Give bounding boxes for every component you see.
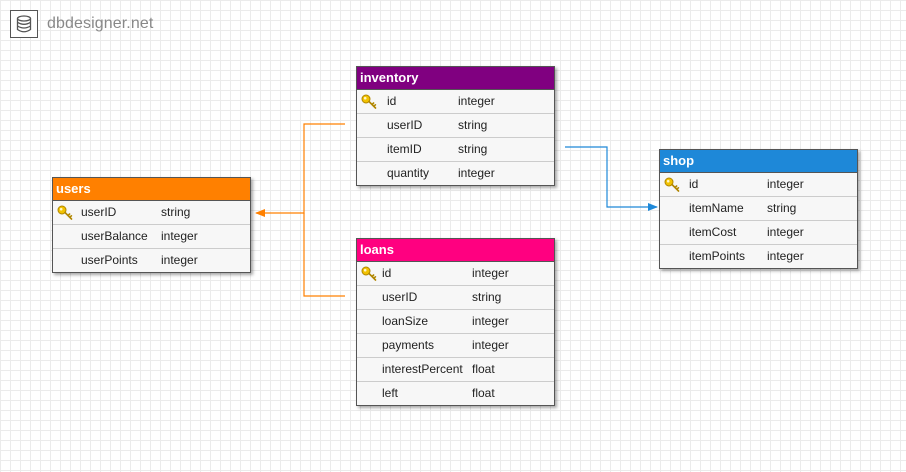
field-name: payments bbox=[382, 338, 435, 352]
table-inventory[interactable]: inventory id integer userID string itemID str… bbox=[356, 66, 555, 186]
primary-key-icon bbox=[57, 204, 73, 220]
field-row[interactable]: itemID string bbox=[357, 137, 554, 161]
field-row[interactable]: itemPoints integer bbox=[660, 244, 857, 268]
field-type: string bbox=[767, 201, 797, 215]
table-header[interactable]: loans bbox=[357, 239, 554, 262]
field-type: integer bbox=[767, 177, 804, 191]
table-header[interactable]: shop bbox=[660, 150, 857, 173]
field-name: userID bbox=[382, 290, 418, 304]
primary-key-icon bbox=[361, 93, 377, 109]
primary-key-icon bbox=[361, 265, 377, 281]
field-name: userID bbox=[387, 118, 423, 132]
field-name: userID bbox=[81, 205, 117, 219]
field-row[interactable]: userBalance integer bbox=[53, 224, 250, 248]
field-name: id bbox=[387, 94, 397, 108]
field-type: integer bbox=[472, 314, 509, 328]
field-type: integer bbox=[472, 266, 509, 280]
field-name: itemID bbox=[387, 142, 422, 156]
primary-key-icon bbox=[664, 176, 680, 192]
field-row[interactable]: itemCost integer bbox=[660, 220, 857, 244]
table-shop[interactable]: shop id integer itemName string itemCost inte… bbox=[659, 149, 858, 269]
field-name: userPoints bbox=[81, 253, 138, 267]
field-row[interactable]: itemName string bbox=[660, 196, 857, 220]
brand-name: dbdesigner.net bbox=[47, 15, 154, 32]
field-type: integer bbox=[767, 225, 804, 239]
field-type: integer bbox=[458, 166, 495, 180]
field-name: itemName bbox=[689, 201, 744, 215]
field-type: integer bbox=[472, 338, 509, 352]
table-loans[interactable]: loans id integer userID string loanSize integ… bbox=[356, 238, 555, 406]
field-type: float bbox=[472, 362, 495, 376]
field-name: interestPercent bbox=[382, 362, 463, 376]
field-type: integer bbox=[161, 253, 198, 267]
field-name: itemCost bbox=[689, 225, 737, 239]
field-row[interactable]: userID string bbox=[357, 113, 554, 137]
field-row[interactable]: userID string bbox=[357, 285, 554, 309]
field-type: float bbox=[472, 386, 495, 400]
table-header[interactable]: inventory bbox=[357, 67, 554, 90]
field-row[interactable]: loanSize integer bbox=[357, 309, 554, 333]
field-row[interactable]: payments integer bbox=[357, 333, 554, 357]
field-type: string bbox=[472, 290, 502, 304]
field-row[interactable]: interestPercent float bbox=[357, 357, 554, 381]
field-name: userBalance bbox=[81, 229, 148, 243]
edge-inventory-shop bbox=[565, 146, 658, 211]
field-name: id bbox=[382, 266, 392, 280]
field-row[interactable]: id integer bbox=[660, 173, 857, 196]
edge-loans-users bbox=[303, 213, 345, 297]
table-header[interactable]: users bbox=[53, 178, 250, 201]
database-icon bbox=[10, 10, 38, 38]
field-row[interactable]: quantity integer bbox=[357, 161, 554, 185]
field-type: integer bbox=[161, 229, 198, 243]
field-type: integer bbox=[458, 94, 495, 108]
field-row[interactable]: left float bbox=[357, 381, 554, 405]
field-name: left bbox=[382, 386, 399, 400]
field-type: string bbox=[458, 142, 488, 156]
field-row[interactable]: userID string bbox=[53, 201, 250, 224]
field-name: loanSize bbox=[382, 314, 429, 328]
field-name: id bbox=[689, 177, 699, 191]
field-row[interactable]: id integer bbox=[357, 262, 554, 285]
edge-inventory-users bbox=[255, 123, 345, 217]
brand-logo: dbdesigner.net bbox=[10, 10, 153, 38]
field-name: quantity bbox=[387, 166, 430, 180]
field-type: string bbox=[161, 205, 191, 219]
field-name: itemPoints bbox=[689, 249, 746, 263]
field-row[interactable]: userPoints integer bbox=[53, 248, 250, 272]
field-type: integer bbox=[767, 249, 804, 263]
field-type: string bbox=[458, 118, 488, 132]
field-row[interactable]: id integer bbox=[357, 90, 554, 113]
